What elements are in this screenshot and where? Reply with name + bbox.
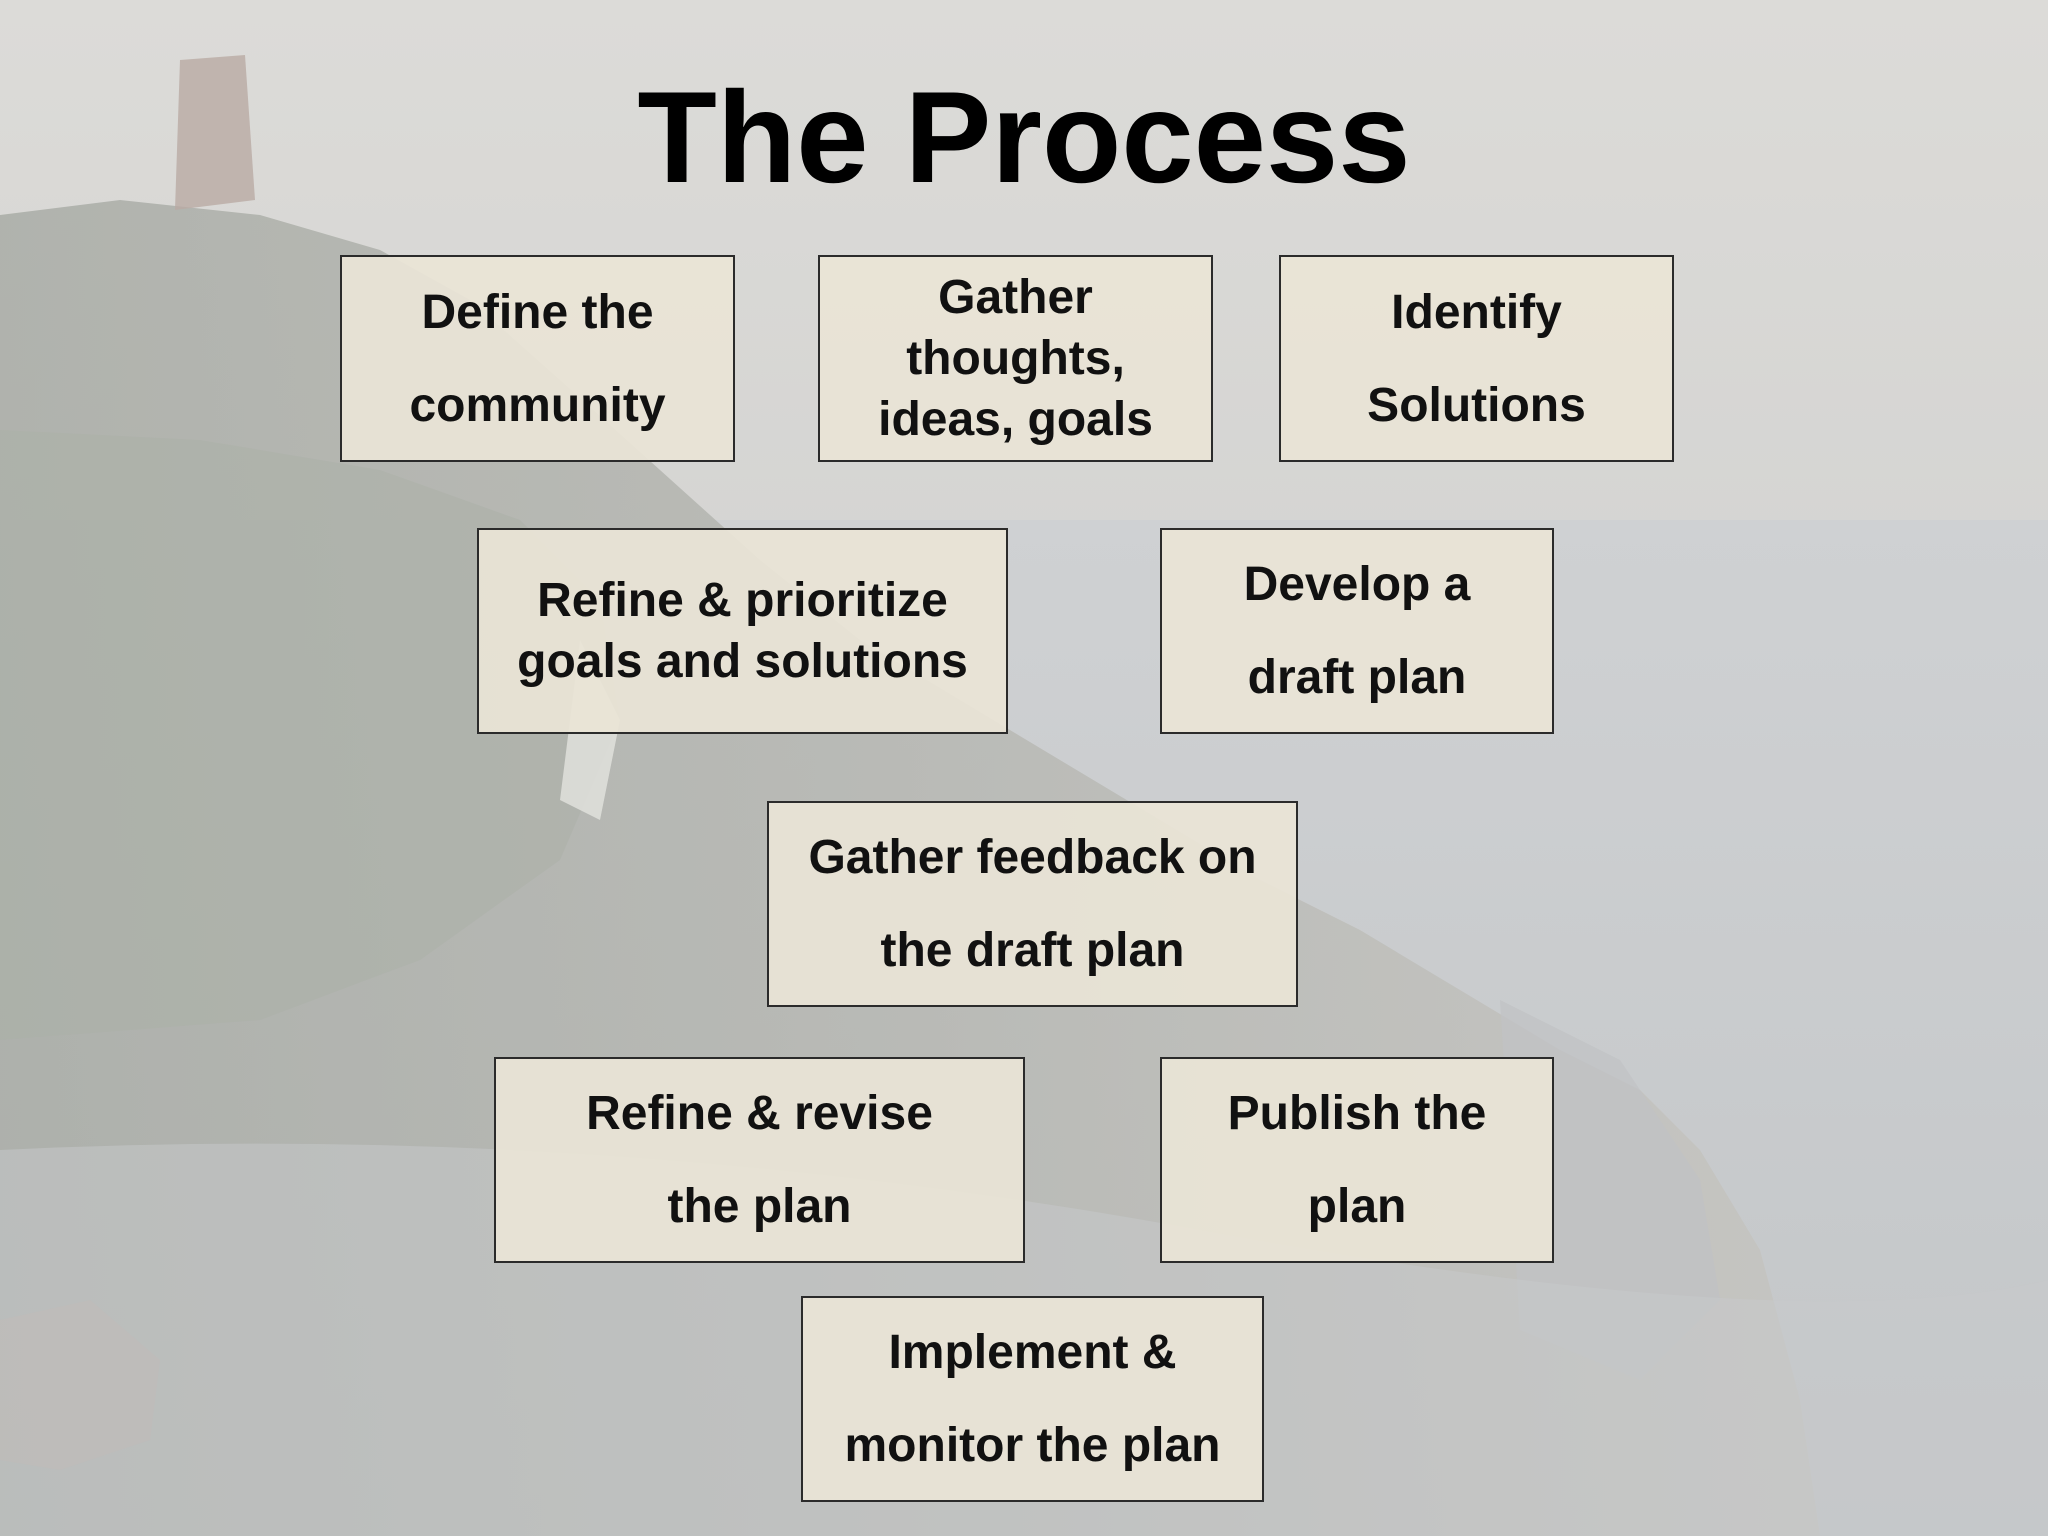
step-label: Define the community xyxy=(409,285,666,432)
step-gather-feedback: Gather feedback on the draft plan xyxy=(767,801,1298,1007)
step-label: Refine & prioritize goals and solutions xyxy=(517,574,968,688)
step-refine-revise: Refine & revise the plan xyxy=(494,1057,1025,1263)
step-define-community: Define the community xyxy=(340,255,735,462)
step-label: Gather feedback on the draft plan xyxy=(808,831,1257,977)
step-label: Develop a draft plan xyxy=(1243,558,1471,704)
step-develop-draft: Develop a draft plan xyxy=(1160,528,1554,734)
step-implement-monitor: Implement & monitor the plan xyxy=(801,1296,1264,1502)
step-label: Implement & monitor the plan xyxy=(844,1326,1221,1472)
step-gather-thoughts: Gather thoughts, ideas, goals xyxy=(818,255,1213,462)
slide-title: The Process xyxy=(637,64,1411,210)
step-publish-plan: Publish the plan xyxy=(1160,1057,1554,1263)
step-label: Gather thoughts, ideas, goals xyxy=(878,271,1153,446)
step-label: Refine & revise the plan xyxy=(586,1087,933,1233)
step-label: Identify Solutions xyxy=(1367,285,1586,432)
step-refine-prioritize: Refine & prioritize goals and solutions xyxy=(477,528,1008,734)
step-identify-solutions: Identify Solutions xyxy=(1279,255,1674,462)
step-label: Publish the plan xyxy=(1227,1087,1487,1233)
